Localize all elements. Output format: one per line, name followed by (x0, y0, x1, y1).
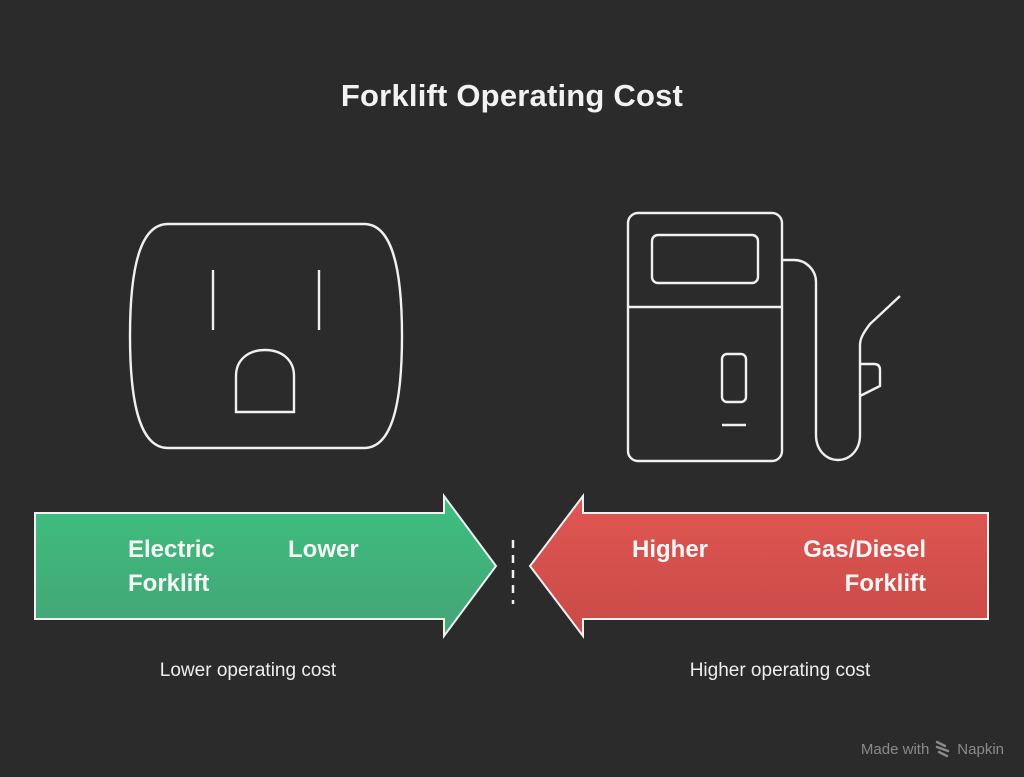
higher-cost-caption: Higher operating cost (689, 660, 871, 681)
napkin-watermark[interactable]: Made with Napkin (861, 740, 1004, 758)
lower-value-label: Lower (288, 536, 359, 563)
left-arrow-green (34, 492, 498, 640)
napkin-logo-icon (936, 740, 950, 758)
watermark-prefix: Made with (860, 740, 930, 758)
lower-cost-caption: Lower operating cost (159, 660, 337, 681)
electric-forklift-label-line1: Electric (128, 536, 215, 563)
page-title: Forklift Operating Cost (340, 78, 684, 113)
higher-value-label: Higher (632, 536, 709, 563)
gas-diesel-forklift-label-line2: Forklift (844, 570, 926, 597)
gas-diesel-forklift-label: Gas/Diesel Forklift (760, 533, 926, 601)
electrical-outlet-icon (128, 222, 404, 450)
electric-forklift-label-line2: Forklift (128, 570, 210, 597)
gas-diesel-forklift-label-line1: Gas/Diesel (803, 536, 926, 563)
fuel-pump-icon (626, 211, 901, 463)
electric-forklift-label: Electric Forklift (128, 533, 215, 601)
right-arrow-red (528, 493, 989, 639)
watermark-brand: Napkin (957, 740, 1004, 758)
